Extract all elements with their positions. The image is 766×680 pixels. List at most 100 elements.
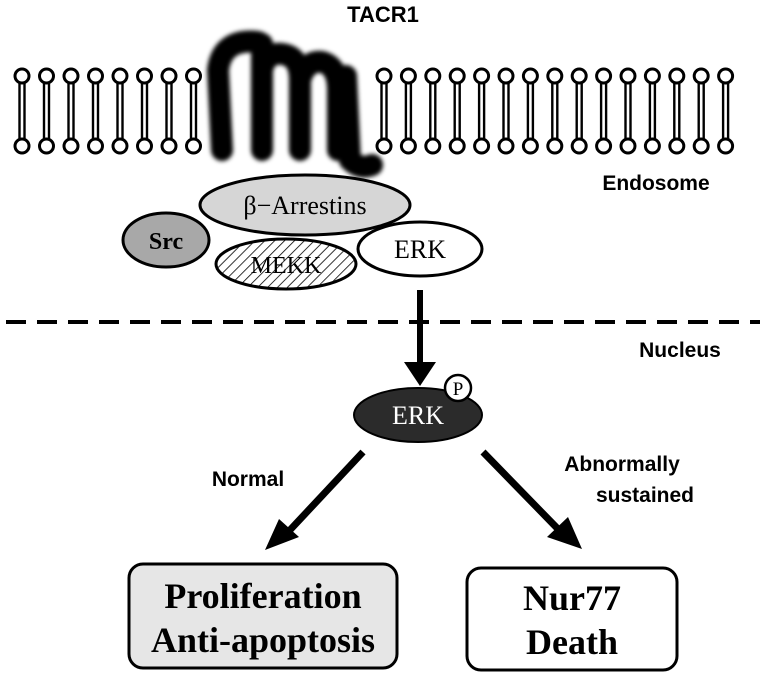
lipid-head: [521, 137, 539, 155]
phospho-circle: [443, 373, 473, 403]
lipid-head: [595, 137, 613, 155]
normal-label: Normal: [212, 468, 284, 491]
lipid-head: [38, 67, 55, 85]
arrestins-label: β−Arrestins: [243, 191, 366, 220]
lipid-head: [448, 137, 466, 155]
lipid-head: [717, 137, 735, 155]
proliferation-box: [127, 562, 399, 670]
lipid-head: [570, 137, 588, 155]
lipid-head: [692, 137, 710, 155]
lipid-head: [619, 137, 637, 155]
lipid: [717, 67, 735, 155]
lipid-head: [497, 137, 515, 155]
lipid: [692, 67, 710, 155]
lipid: [185, 67, 202, 155]
src-ellipse: [121, 211, 211, 269]
endosome-membrane: [13, 67, 735, 155]
lipid-head: [546, 67, 564, 85]
arrestins-ellipse: [198, 173, 412, 237]
receptor-label: TACR1: [347, 2, 419, 27]
lipid: [13, 67, 31, 155]
lipid-head: [473, 67, 491, 85]
lipid-head: [87, 137, 104, 155]
lipid-head: [62, 137, 80, 155]
lipid-head: [668, 137, 686, 155]
lipid-head: [399, 67, 417, 85]
lipid: [136, 67, 153, 155]
lipid-head: [13, 67, 31, 85]
lipid: [399, 67, 417, 155]
lipid: [643, 67, 661, 155]
lipid: [424, 67, 442, 155]
proliferation-label: Proliferation: [164, 576, 361, 616]
lipid-head: [521, 67, 539, 85]
lipid-head: [136, 137, 153, 155]
phospho-label: P: [453, 379, 464, 400]
mekk-ellipse: [214, 237, 358, 291]
lipid-head: [546, 137, 564, 155]
lipid-head: [185, 67, 202, 85]
abnormal-arrowhead: [547, 517, 582, 549]
lipid-head: [111, 67, 129, 85]
lipid-head: [375, 137, 393, 155]
tacr1-receptor: [207, 30, 383, 178]
lipid-head: [111, 137, 129, 155]
normal-arrow: [287, 449, 366, 533]
lipid-head: [619, 67, 637, 85]
lipid-head: [185, 137, 202, 155]
translocation-arrowhead: [404, 362, 436, 386]
lipid: [473, 67, 491, 155]
abnormal-label-line2: sustained: [596, 484, 694, 507]
src-label: Src: [149, 229, 184, 255]
lipid-head: [668, 67, 686, 85]
lipid-head: [136, 67, 153, 85]
lipid: [668, 67, 686, 155]
lipid-head: [424, 137, 442, 155]
erk-nuclear-label: ERK: [392, 401, 444, 430]
anti-apoptosis-label: Anti-apoptosis: [151, 620, 375, 660]
normal-arrowhead: [265, 519, 299, 550]
lipid: [497, 67, 515, 155]
lipid: [595, 67, 613, 155]
erk-ellipse: [356, 220, 484, 278]
lipid-head: [595, 67, 613, 85]
death-box: [465, 566, 679, 672]
lipid-head: [375, 67, 393, 85]
endosome-label: Endosome: [602, 172, 709, 195]
abnormal-arrow: [480, 449, 560, 531]
lipid: [448, 67, 466, 155]
abnormal-label-line1: Abnormally: [564, 453, 680, 476]
death-label: Death: [526, 622, 618, 662]
lipid: [111, 67, 129, 155]
lipid-head: [473, 137, 491, 155]
lipid: [62, 67, 80, 155]
lipid: [546, 67, 564, 155]
erk-label: ERK: [394, 235, 446, 264]
lipid-head: [717, 67, 735, 85]
lipid-head: [160, 67, 178, 85]
lipid-head: [692, 67, 710, 85]
lipid-head: [643, 137, 661, 155]
lipid-head: [160, 137, 178, 155]
mekk-label: MEKK: [251, 253, 322, 279]
nur77-label: Nur77: [523, 578, 621, 618]
nucleus-label: Nucleus: [639, 339, 721, 362]
receptor-body: [207, 30, 383, 178]
lipid-head: [62, 67, 80, 85]
lipid: [521, 67, 539, 155]
lipid-head: [399, 137, 417, 155]
lipid-head: [38, 137, 55, 155]
lipid: [87, 67, 104, 155]
lipid-head: [448, 67, 466, 85]
lipid: [38, 67, 55, 155]
lipid-head: [13, 137, 31, 155]
lipid-head: [87, 67, 104, 85]
lipid: [570, 67, 588, 155]
lipid-head: [570, 67, 588, 85]
lipid: [160, 67, 178, 155]
lipid: [619, 67, 637, 155]
lipid-head: [643, 67, 661, 85]
erk-nuclear-ellipse: [353, 387, 483, 443]
lipid: [375, 67, 393, 155]
